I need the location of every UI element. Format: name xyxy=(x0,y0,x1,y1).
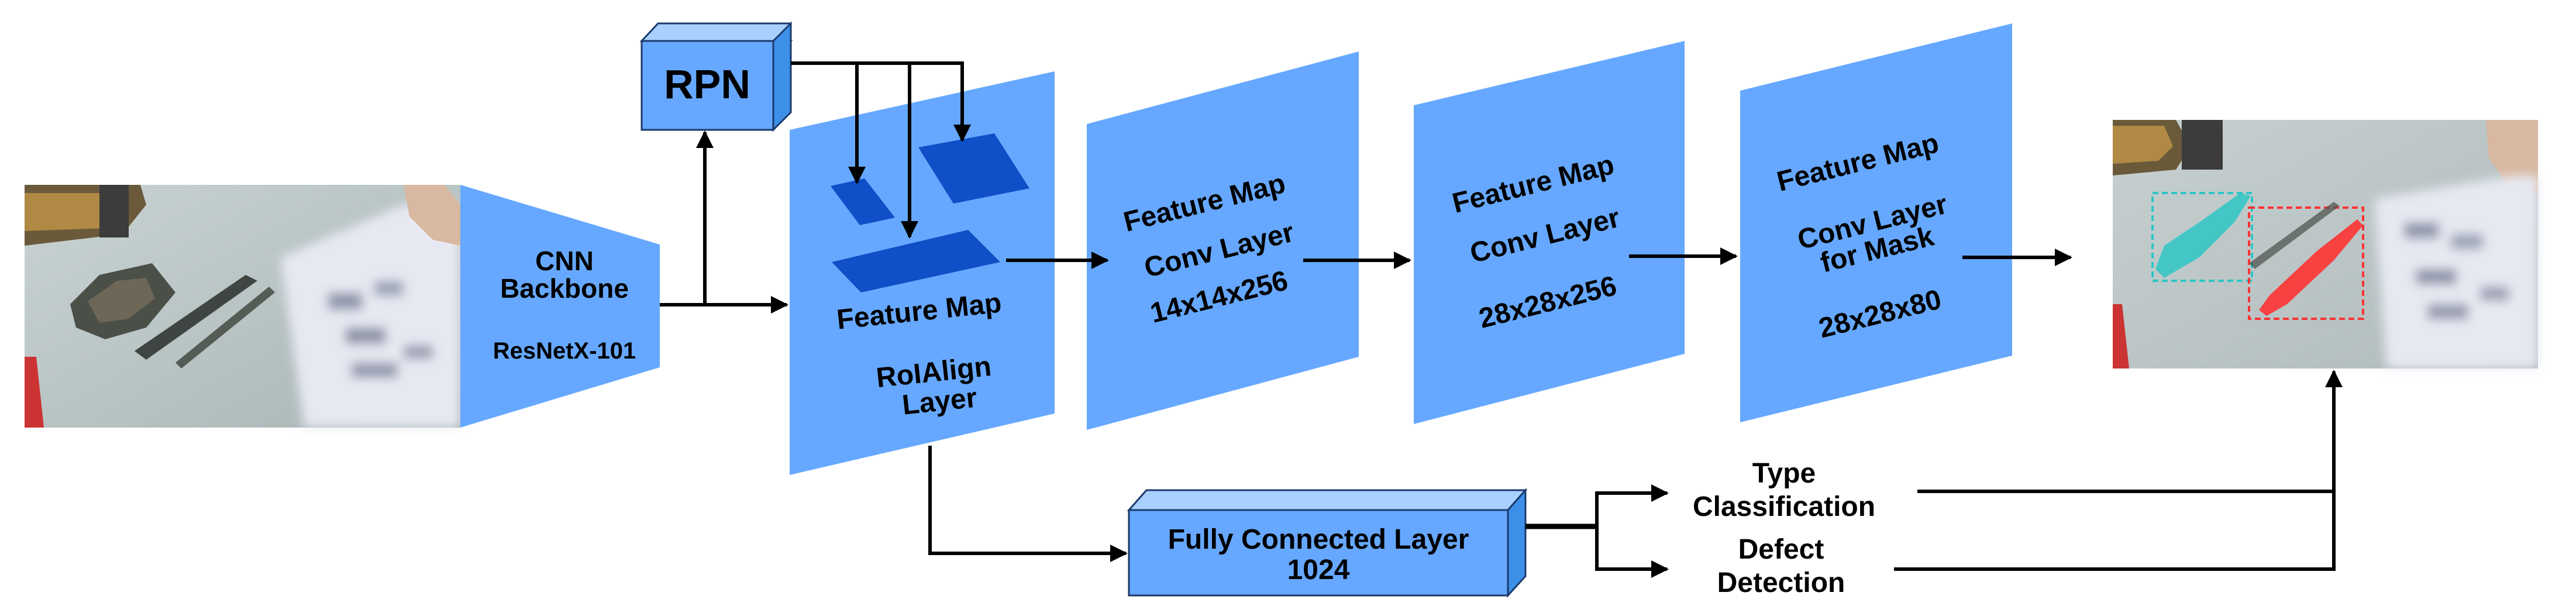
mask-red xyxy=(2259,219,2363,316)
rpn-box: RPN xyxy=(639,21,793,132)
fc-label-line1: Fully Connected Layer xyxy=(1168,524,1469,555)
defect-detection-label-line2: Detection xyxy=(1717,567,1845,598)
mask-cyan xyxy=(2155,193,2251,278)
connectors xyxy=(660,61,2343,578)
backbone-label-line1: CNN xyxy=(535,246,594,276)
defect-to-output-line xyxy=(1894,491,2336,571)
input-photo xyxy=(25,185,460,428)
fc-label-line2: 1024 xyxy=(1287,555,1350,586)
conv-layer-for-mask-28x28x80: Feature Map Conv Layer for Mask 28x28x80 xyxy=(1740,23,2012,422)
defect-detection-label-line1: Defect xyxy=(1738,534,1824,565)
arrow-fc-to-defect xyxy=(1595,526,1669,578)
fully-connected-layer: Fully Connected Layer 1024 xyxy=(1127,488,1528,598)
backbone-label-line2: Backbone xyxy=(500,273,629,304)
type-classification-label-line1: Type xyxy=(1752,458,1816,489)
rpn-label: RPN xyxy=(664,61,750,107)
roi-large-patch xyxy=(832,230,1000,292)
type-classification-label-line2: Classification xyxy=(1693,491,1875,522)
detection-box-cyan xyxy=(2151,192,2253,282)
output-photo-with-masks xyxy=(2113,120,2538,369)
roi-small-patch xyxy=(831,178,895,225)
arrow-fc-to-type xyxy=(1595,484,1669,526)
conv-layer-14x14x256: Feature Map Conv Layer 14x14x256 xyxy=(1087,51,1359,430)
cnn-backbone: CNN Backbone ResNetX-101 xyxy=(460,185,660,428)
arrow-roialign-to-fc xyxy=(928,446,1128,562)
conv-layer-28x28x256: Feature Map Conv Layer 28x28x256 xyxy=(1414,41,1685,424)
roi-mid-patch xyxy=(918,133,1029,204)
roialign-feature-map: Feature Map RoIAlign Layer xyxy=(790,71,1055,475)
backbone-model-label: ResNetX-101 xyxy=(493,338,636,364)
